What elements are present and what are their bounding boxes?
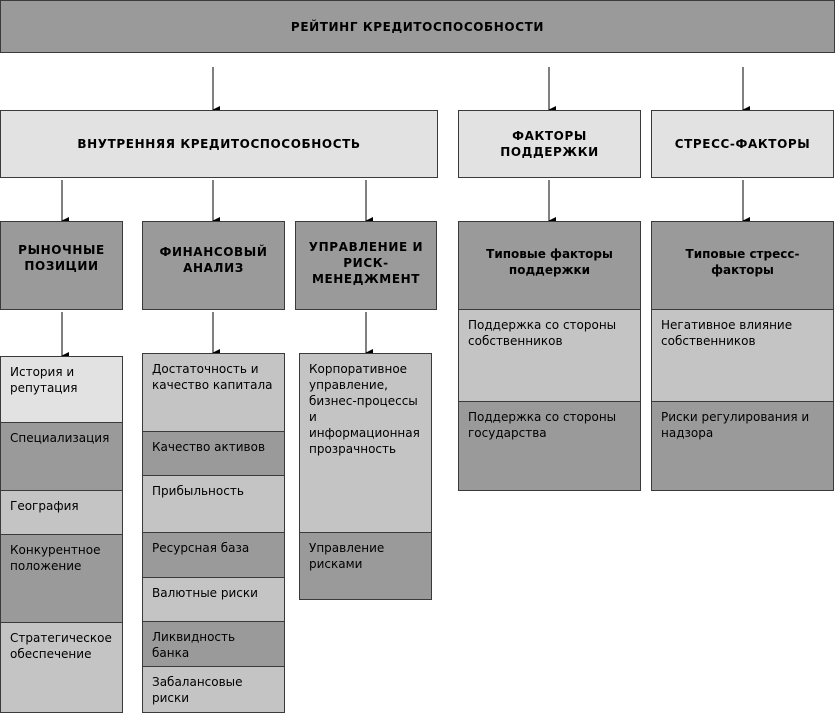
financial-analysis-label: ФИНАНСОВЫЙ АНАЛИЗ bbox=[159, 245, 268, 275]
internal-creditworthiness-box: ВНУТРЕННЯЯ КРЕДИТОСПОСОБНОСТЬ bbox=[0, 110, 438, 178]
rating-title-box: РЕЙТИНГ КРЕДИТОСПОСОБНОСТИ bbox=[0, 0, 835, 53]
market-item: История и репутация bbox=[0, 356, 123, 423]
stress-factors-box: СТРЕСС-ФАКТОРЫ bbox=[651, 110, 834, 178]
stress-item: Риски регулирования и надзора bbox=[651, 401, 834, 491]
support-types-box: Типовые факторы поддержки bbox=[458, 221, 641, 310]
stress-types-label: Типовые стресс-факторы bbox=[685, 247, 800, 277]
support-factors-label: ФАКТОРЫ ПОДДЕРЖКИ bbox=[500, 129, 599, 159]
management-label: УПРАВЛЕНИЕ И РИСК-МЕНЕДЖМЕНТ bbox=[308, 240, 424, 286]
support-item: Поддержка со стороны государства bbox=[458, 401, 641, 491]
rating-title: РЕЙТИНГ КРЕДИТОСПОСОБНОСТИ bbox=[290, 19, 545, 34]
stress-item: Негативное влияние собственников bbox=[651, 309, 834, 402]
management-item: Корпоративное управление, бизнес-процесс… bbox=[299, 353, 432, 533]
financial-item: Качество активов bbox=[142, 431, 285, 476]
market-positions-box: РЫНОЧНЫЕ ПОЗИЦИИ bbox=[0, 221, 123, 310]
market-item: География bbox=[0, 490, 123, 535]
market-item: Специализация bbox=[0, 422, 123, 491]
financial-item: Валютные риски bbox=[142, 577, 285, 622]
financial-item: Забалансовые риски bbox=[142, 666, 285, 713]
stress-types-box: Типовые стресс-факторы bbox=[651, 221, 834, 310]
financial-item: Прибыльность bbox=[142, 475, 285, 533]
market-item: Стратегическое обеспечение bbox=[0, 622, 123, 713]
financial-item: Достаточность и качество капитала bbox=[142, 353, 285, 432]
market-item: Конкурентное положение bbox=[0, 534, 123, 623]
market-positions-label: РЫНОЧНЫЕ ПОЗИЦИИ bbox=[18, 243, 105, 273]
support-factors-box: ФАКТОРЫ ПОДДЕРЖКИ bbox=[458, 110, 641, 178]
stress-factors-label: СТРЕСС-ФАКТОРЫ bbox=[674, 137, 811, 151]
support-item: Поддержка со стороны собственников bbox=[458, 309, 641, 402]
financial-item: Ликвидность банка bbox=[142, 621, 285, 667]
financial-analysis-box: ФИНАНСОВЫЙ АНАЛИЗ bbox=[142, 221, 285, 310]
financial-item: Ресурсная база bbox=[142, 532, 285, 578]
management-box: УПРАВЛЕНИЕ И РИСК-МЕНЕДЖМЕНТ bbox=[295, 221, 437, 310]
support-types-label: Типовые факторы поддержки bbox=[486, 247, 613, 277]
management-item: Управление рисками bbox=[299, 532, 432, 600]
internal-creditworthiness-label: ВНУТРЕННЯЯ КРЕДИТОСПОСОБНОСТЬ bbox=[77, 137, 361, 151]
